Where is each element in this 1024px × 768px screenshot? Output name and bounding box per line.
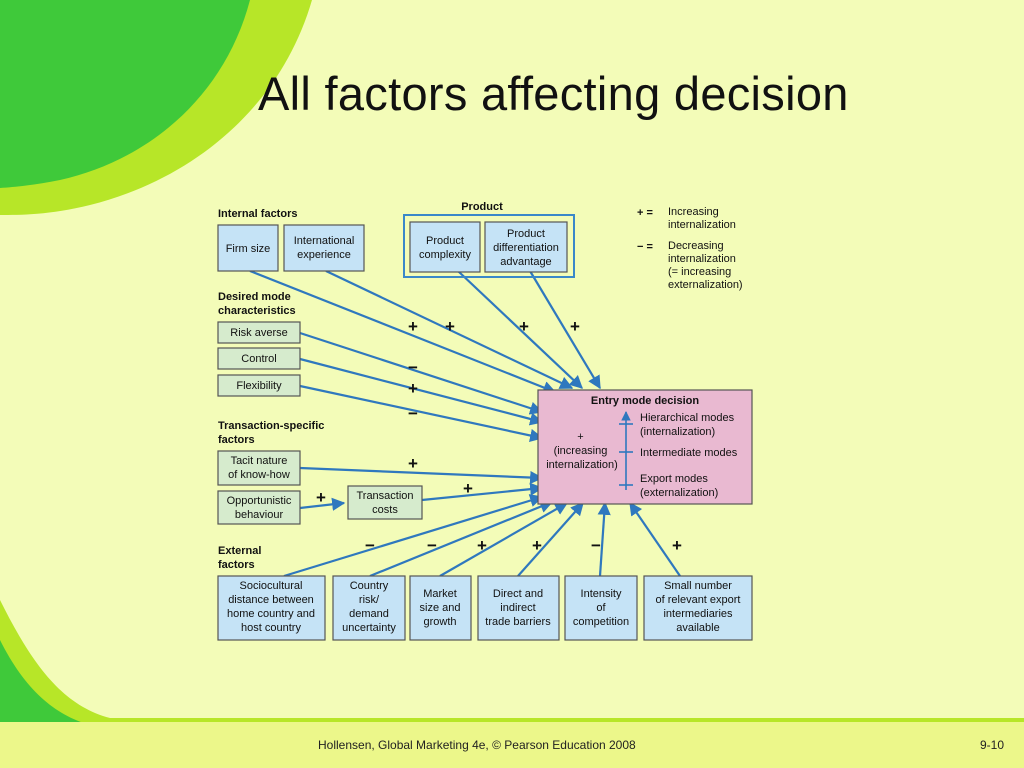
sign-product-complexity: + xyxy=(519,317,529,336)
svg-text:Entry mode decision: Entry mode decision xyxy=(591,395,699,407)
sign-risk-averse: − xyxy=(408,358,418,377)
sign-market-size: + xyxy=(477,536,487,555)
sign-opportunistic: + xyxy=(316,488,326,507)
svg-text:− =: − = xyxy=(637,241,653,253)
arrows xyxy=(249,269,681,578)
sign-country-risk: − xyxy=(427,536,437,555)
footer-citation: Hollensen, Global Marketing 4e, © Pearso… xyxy=(318,738,636,752)
decorative-swoosh-dark xyxy=(0,0,250,188)
box-flexibility: Flexibility xyxy=(217,374,301,397)
product-group-frame xyxy=(403,214,575,278)
svg-text:Flexibility: Flexibility xyxy=(236,380,282,392)
svg-text:+ (increasing inte: + (increasing internalization) xyxy=(546,431,618,471)
svg-text:Firm size: Firm size xyxy=(226,243,271,255)
svg-text:Export modes (externaliz: Export modes (externalization) xyxy=(640,473,718,499)
svg-text:Hierarchical modes (inte: Hierarchical modes (internalization) xyxy=(640,412,737,438)
svg-text:Intermediate modes: Intermediate modes xyxy=(640,447,738,459)
relationship-signs: + + + + − + − + + + − − + + − + xyxy=(316,317,682,555)
sign-control: + xyxy=(408,379,418,398)
svg-text:+ =: + = xyxy=(637,207,653,219)
sign-intl-experience: + xyxy=(408,317,418,336)
sign-sociocultural: − xyxy=(365,536,375,555)
page-number: 9-10 xyxy=(980,738,1005,752)
header-internal-factors: Internal factors xyxy=(218,208,297,220)
box-entry-mode-decision: Entry mode decision + (increasing intern… xyxy=(537,389,753,505)
slide-title: All factors affecting decision xyxy=(258,67,849,120)
header-product: Product xyxy=(461,201,503,213)
sign-transaction-costs: + xyxy=(463,479,473,498)
sign-trade-barriers: + xyxy=(532,536,542,555)
sign-tacit-knowhow: + xyxy=(408,454,418,473)
sign-flexibility: − xyxy=(408,404,418,423)
sign-intermediaries: + xyxy=(672,536,682,555)
sign-firm-size: + xyxy=(445,317,455,336)
box-risk-averse: Risk averse xyxy=(217,321,301,344)
svg-text:Risk averse: Risk averse xyxy=(230,327,287,339)
box-firm-size: Firm size xyxy=(217,224,279,272)
box-control: Control xyxy=(217,347,301,370)
sign-product-differentiation: + xyxy=(570,317,580,336)
svg-text:Control: Control xyxy=(241,353,276,365)
sign-competition: − xyxy=(591,536,601,555)
